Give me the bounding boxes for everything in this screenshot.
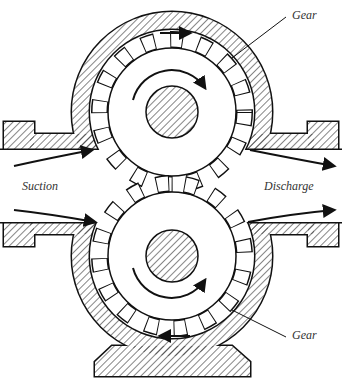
leader-line xyxy=(232,310,286,337)
leader-line xyxy=(232,17,286,58)
bottom-gear xyxy=(100,184,245,329)
part-label: Gear xyxy=(290,329,319,342)
flow-arrow xyxy=(14,150,92,166)
flow-arrow xyxy=(250,150,334,166)
flow-arrow xyxy=(160,32,190,34)
part-label: Gear xyxy=(290,9,319,22)
cavity xyxy=(0,30,342,338)
part-label: Discharge xyxy=(262,180,316,193)
flow-arrow xyxy=(248,210,334,222)
part-label: Suction xyxy=(20,180,60,193)
cavity-outline xyxy=(0,30,342,338)
flow-arrow xyxy=(160,335,190,337)
top-gear xyxy=(100,40,245,185)
flow-arrow xyxy=(14,210,95,222)
